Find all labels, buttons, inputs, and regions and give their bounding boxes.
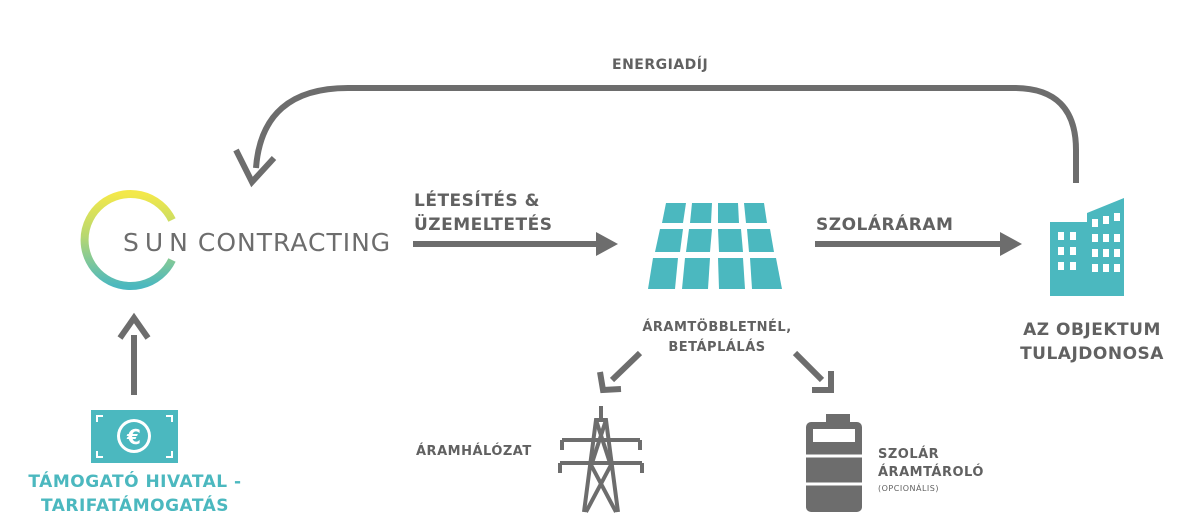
storage-line2: ÁRAMTÁROLÓ [878,465,984,480]
surplus-feed-in-label: ÁRAMTÖBBLETNÉL, BETÁPLÁLÁS [622,318,812,358]
owner-line2: TULAJDONOSA [1020,344,1164,364]
install-operate-arrow [413,232,618,256]
surplus-line2: BETÁPLÁLÁS [668,340,766,355]
euro-symbol: € [126,425,141,449]
storage-line1: SZOLÁR [878,447,940,462]
power-tower-icon [558,406,644,513]
subsidy-line2: TARIFATÁMOGATÁS [40,496,230,516]
building-icon [1050,198,1124,296]
owner-line1: AZ OBJEKTUM [1023,320,1161,340]
logo-sun: SUN [123,228,194,257]
storage-arrow [792,350,834,393]
subsidy-arrow [117,312,151,395]
subsidy-line1: TÁMOGATÓ HIVATAL - [28,472,242,492]
grid-label: ÁRAMHÁLÓZAT [416,444,532,459]
energy-fee-arrow [233,85,1079,188]
solar-power-label: SZOLÁRÁRAM [816,215,954,235]
solar-power-arrow [815,232,1022,256]
logo-contracting: CONTRACTING [197,228,392,257]
solar-panel-icon [648,203,782,289]
surplus-line1: ÁRAMTÖBBLETNÉL, [642,320,792,335]
battery-icon [806,414,862,512]
install-line1: LÉTESÍTÉS & [414,191,540,211]
feed-in-grid-arrow [597,350,643,394]
storage-note: (OPCIONÁLIS) [878,484,939,493]
install-line2: ÜZEMELTETÉS [414,215,553,235]
energy-fee-label: ENERGIADÍJ [612,57,709,73]
suncontracting-logo-ring [80,190,176,290]
storage-label: SZOLÁR ÁRAMTÁROLÓ (OPCIONÁLIS) [878,446,984,496]
subsidy-label: TÁMOGATÓ HIVATAL - TARIFATÁMOGATÁS [4,470,266,518]
install-operate-label: LÉTESÍTÉS & ÜZEMELTETÉS [414,189,552,237]
owner-label: AZ OBJEKTUM TULAJDONOSA [1006,318,1178,366]
money-bill-icon: € [91,410,178,463]
